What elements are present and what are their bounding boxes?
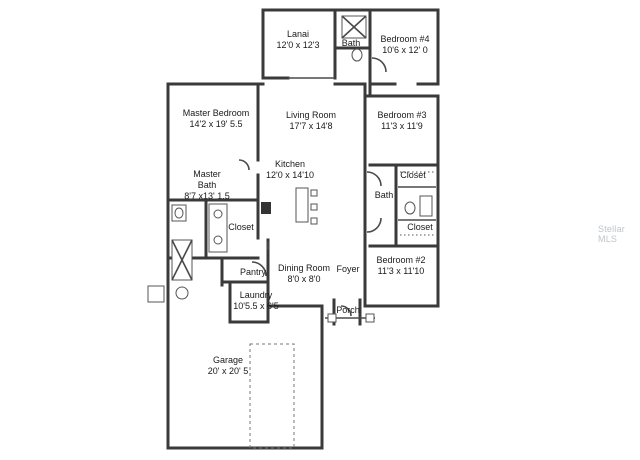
room-name: Bedroom #3: [377, 110, 427, 120]
room-name: Closet: [228, 222, 254, 232]
toilet-fixture-2: [404, 201, 416, 215]
room-dimensions: 8'0 x 8'0: [287, 274, 321, 284]
room-label-closet-b2: Closet: [407, 222, 433, 233]
bedroom4-walls: [333, 8, 440, 98]
room-dimensions: 17'7 x 14'8: [289, 121, 333, 131]
water-heater: [175, 286, 189, 300]
room-dimensions: 20' x 20' 5: [207, 366, 249, 376]
room-label-bedroom2: Bedroom #2 11'3 x 11'10: [376, 255, 425, 277]
room-label-bedroom4: Bedroom #4 10'6 x 12' 0: [380, 34, 429, 56]
column-post: [147, 285, 165, 303]
room-label-lanai: Lanai 12'0 x 12'3: [277, 29, 320, 51]
garage-door-outline: [249, 343, 295, 449]
main-walls: [147, 82, 440, 450]
kitchen-island: [295, 187, 309, 223]
room-name: Pantry: [239, 267, 267, 277]
room-name: Master: [193, 169, 221, 179]
room-label-closet-b3: Closet: [400, 170, 426, 181]
room-label-laundry: Laundry 10'5.5 x 6'5: [233, 290, 278, 312]
room-name: Kitchen: [274, 159, 306, 169]
room-label-master-bedroom: Master Bedroom 14'2 x 19' 5.5: [183, 108, 250, 130]
room-name: Foyer: [336, 264, 360, 274]
room-dimensions: 10'6 x 12' 0: [382, 45, 428, 55]
room-label-bath-upper: Bath: [342, 38, 361, 49]
room-label-master-bath: Master Bath 8'7 x13' 1.5: [184, 169, 229, 202]
room-name: Bedroom #2: [376, 255, 426, 265]
room-label-bedroom3: Bedroom #3 11'3 x 11'9: [377, 110, 426, 132]
room-label-dining-room: Dining Room 8'0 x 8'0: [278, 263, 330, 285]
room-label-kitchen: Kitchen 12'0 x 14'10: [266, 159, 314, 181]
room-label-garage: Garage 20' x 20' 5: [208, 355, 248, 377]
room-name: Closet: [400, 170, 426, 180]
room-label-foyer: Foyer: [336, 264, 359, 275]
watermark: Stellar MLS: [598, 224, 625, 244]
room-label-porch: Porch: [336, 305, 360, 316]
room-label-bath-mid: Bath: [375, 190, 394, 201]
room-dimensions: 12'0 x 14'10: [266, 170, 314, 180]
toilet-fixture: [351, 48, 363, 62]
door-swing: [371, 57, 387, 73]
room-name-line2: Bath: [197, 180, 217, 190]
room-name: Porch: [336, 305, 360, 315]
lanai-walls: [261, 8, 337, 80]
room-name: Bedroom #4: [380, 34, 430, 44]
room-name: Garage: [212, 355, 244, 365]
range-appliance: [261, 202, 271, 214]
room-label-pantry: Pantry: [240, 267, 266, 278]
room-label-living-room: Living Room 17'7 x 14'8: [286, 110, 336, 132]
room-name: Bath: [341, 38, 361, 48]
room-name: Lanai: [286, 29, 310, 39]
room-name: Dining Room: [277, 263, 331, 273]
room-name: Bath: [374, 190, 394, 200]
room-dimensions: 14'2 x 19' 5.5: [189, 119, 243, 129]
room-name: Master Bedroom: [182, 108, 250, 118]
room-name: Living Room: [285, 110, 337, 120]
room-dimensions: 11'3 x 11'9: [381, 121, 423, 131]
room-name: Laundry: [239, 290, 273, 300]
room-dimensions: 11'3 x 11'10: [377, 266, 425, 276]
room-label-closet-master: Closet: [228, 222, 254, 233]
room-name: Closet: [407, 222, 433, 232]
room-dimensions: 12'0 x 12'3: [276, 40, 320, 50]
room-dimensions: 8'7 x13' 1.5: [184, 191, 230, 201]
room-dimensions: 10'5.5 x 6'5: [233, 301, 279, 311]
